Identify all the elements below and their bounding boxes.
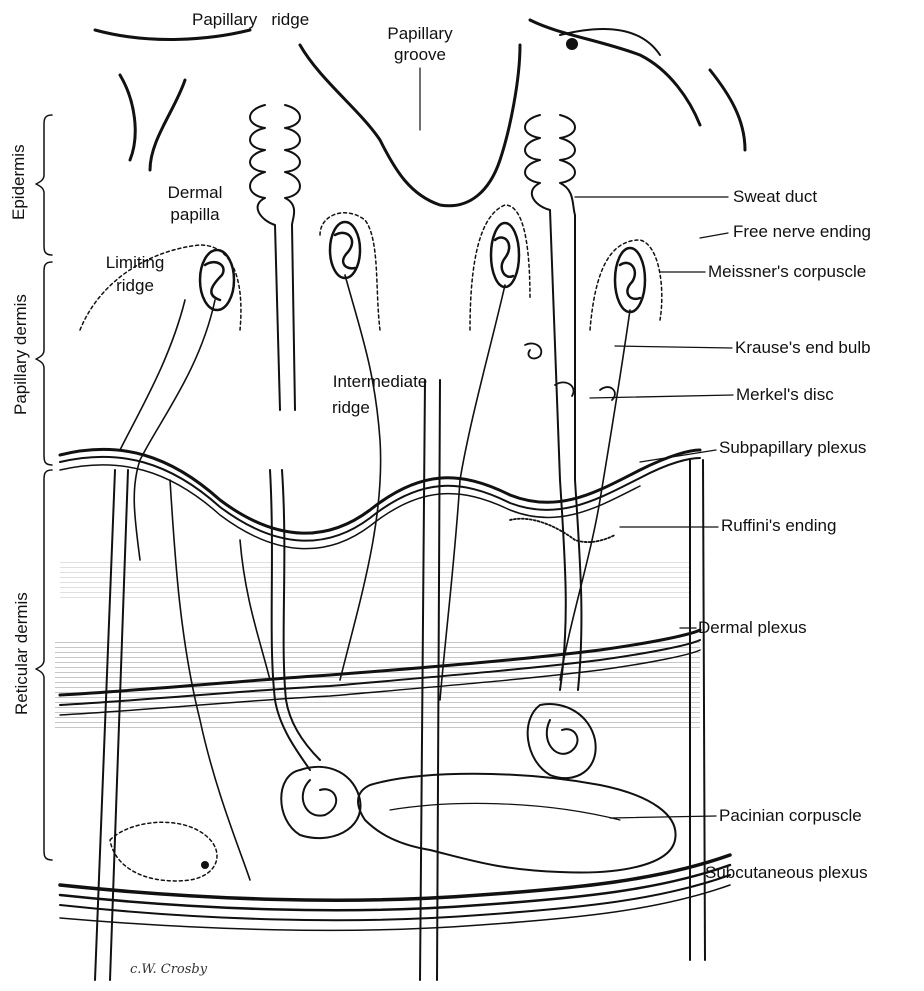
krause-merkel-marks — [525, 343, 615, 400]
merkels-disc-label: Merkel's disc — [736, 385, 834, 405]
meissner-corpuscles — [200, 222, 645, 312]
subcutaneous-plexus-label: Subcutaneous plexus — [705, 863, 868, 883]
free-nerve-ending-label: Free nerve ending — [733, 222, 871, 242]
dermal-papilla-label-line2: papilla — [150, 205, 240, 225]
papillary-ridge-label: Papillary ridge — [192, 10, 309, 30]
krauses-end-bulb-label: Krause's end bulb — [735, 338, 871, 358]
fat-lobule-dot — [201, 861, 209, 869]
limiting-ridge-label-line2: ridge — [90, 276, 180, 296]
pacinian-corpuscle-core — [390, 803, 620, 820]
dermal-papilla-label-line1: Dermal — [150, 183, 240, 203]
reticular-dermis-label: Reticular dermis — [12, 595, 32, 715]
pacinian-corpuscle-shape — [358, 774, 676, 873]
subcutaneous-plexus — [60, 855, 730, 930]
intermediate-ridge-label-line2: ridge — [332, 398, 370, 418]
intermediate-ridge-label-line1: Intermediate — [315, 372, 445, 392]
layer-braces — [36, 115, 52, 860]
sweat-duct-label: Sweat duct — [733, 187, 817, 207]
pore-mark — [566, 38, 578, 50]
meissners-corpuscle-label: Meissner's corpuscle — [708, 262, 866, 282]
dermal-plexus-label: Dermal plexus — [698, 618, 807, 638]
papillary-dermis-label: Papillary dermis — [11, 305, 31, 415]
limiting-ridge-label-line1: Limiting — [90, 253, 180, 273]
papillary-groove-label-line1: Papillary — [370, 24, 470, 44]
pacinian-corpuscle-label: Pacinian corpuscle — [719, 806, 862, 826]
subpapillary-plexus-label: Subpapillary plexus — [719, 438, 866, 458]
dermal-shading — [60, 560, 690, 600]
fat-lobule — [110, 822, 217, 881]
reticular-dermis-texture — [55, 640, 700, 730]
ruffinis-ending-label: Ruffini's ending — [721, 516, 836, 536]
epidermis-label: Epidermis — [9, 150, 29, 220]
papillary-groove-label-line2: groove — [370, 45, 470, 65]
artist-signature: c.W. Crosby — [130, 962, 207, 977]
